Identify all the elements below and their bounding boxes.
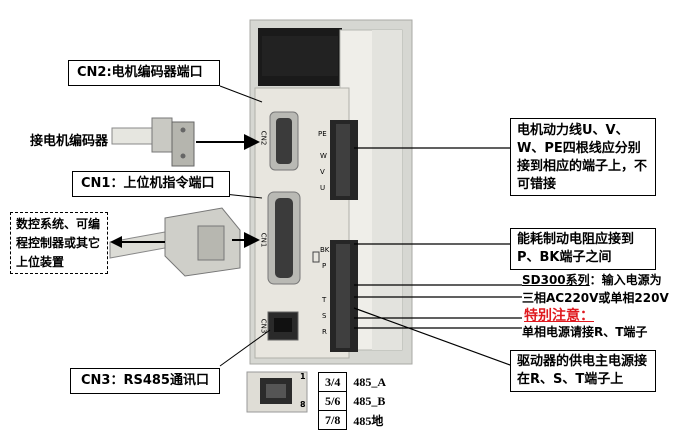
servo-drive: [249, 19, 413, 365]
terminal-p-label: P: [322, 262, 327, 270]
cn1-port-callout: CN1：上位机指令端口: [72, 171, 230, 197]
pin-mark-first: 1: [300, 372, 306, 381]
encoder-plug: [111, 117, 195, 167]
signal-cell: 485地: [353, 413, 384, 428]
power-lines-text: 电机动力线U、V、W、PE四根线应分别接到相应的端子上，不可错接: [517, 123, 648, 192]
sd300-note: SD300系列：输入电源为: [522, 272, 662, 288]
rs485-jack-picture: [246, 371, 308, 413]
pin-cell: 5/6: [317, 391, 348, 411]
signal-cell: 485_B: [353, 393, 386, 408]
cn3-tag: CN3: [259, 318, 268, 334]
rs485-pin-table: 3/4 485_A 5/6 485_B 7/8 485地: [317, 372, 393, 430]
terminal-u-label: U: [320, 184, 326, 192]
main-power-text: 驱动器的供电主电源接在R、S、T端子上: [517, 354, 648, 387]
terminal-w-label: W: [320, 152, 327, 160]
cn3-port-text: CN3：RS485通讯口: [81, 373, 209, 388]
cn2-port-callout: CN2:电机编码器端口: [68, 60, 220, 86]
terminal-s-label: S: [322, 312, 327, 320]
signal-cell: 485_A: [353, 374, 387, 389]
pin-cell: 3/4: [317, 372, 348, 392]
main-power-callout: 驱动器的供电主电源接在R、S、T端子上: [510, 350, 656, 392]
pin-mark-last: 8: [300, 400, 306, 409]
cn1-tag: CN1: [259, 232, 268, 248]
table-row: 5/6 485_B: [317, 391, 393, 411]
table-row: 3/4 485_A: [317, 372, 393, 392]
controller-text: 数控系统、可编程控制器或其它上位装置: [16, 217, 101, 269]
cn2-tag: CN2: [259, 130, 268, 146]
terminal-pe-label: PE: [318, 130, 327, 138]
terminal-bk-label: BK: [320, 246, 330, 254]
special-note-text: 特别注意：: [524, 308, 594, 324]
table-row: 7/8 485地: [317, 410, 393, 430]
single-phase-text: 单相电源请接R、T端子: [522, 325, 648, 339]
sd300-input2-text: 三相AC220V或单相220V: [522, 291, 669, 305]
controller-plug: [109, 207, 241, 277]
cn2-port-text: CN2:电机编码器端口: [77, 65, 203, 80]
sd300-series-text: SD300系列: [522, 273, 590, 287]
sd300-input-text: ：输入电源为: [589, 273, 662, 287]
pin-cell: 7/8: [317, 410, 348, 430]
brake-resistor-callout: 能耗制动电阻应接到P、BK端子之间: [510, 228, 656, 270]
brake-resistor-text: 能耗制动电阻应接到P、BK端子之间: [517, 232, 635, 265]
controller-callout: 数控系统、可编程控制器或其它上位装置: [10, 212, 108, 274]
terminal-v-label: V: [320, 168, 325, 176]
terminal-t-label: T: [322, 296, 327, 304]
terminal-r-label: R: [322, 328, 327, 336]
power-lines-callout: 电机动力线U、V、W、PE四根线应分别接到相应的端子上，不可错接: [510, 118, 656, 196]
cn1-port-text: CN1：上位机指令端口: [81, 176, 215, 191]
motor-encoder-text: 接电机编码器: [30, 134, 109, 149]
cn3-port-callout: CN3：RS485通讯口: [70, 368, 220, 394]
